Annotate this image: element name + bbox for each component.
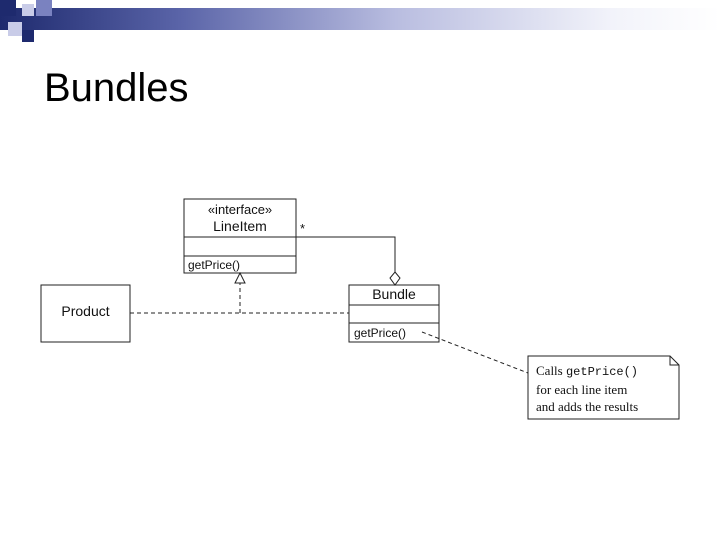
product-name: Product bbox=[61, 303, 110, 319]
class-lineitem bbox=[183, 198, 297, 274]
bundle-name: Bundle bbox=[372, 286, 416, 302]
note-code: getPrice() bbox=[565, 365, 638, 379]
note-line-3: and adds the results bbox=[536, 399, 639, 414]
lineitem-method: getPrice() bbox=[188, 258, 241, 272]
header-gradient-bar bbox=[0, 8, 720, 30]
decor-square bbox=[8, 22, 22, 36]
note-line-2: for each line item bbox=[536, 382, 628, 397]
lineitem-stereotype: «interface» bbox=[207, 202, 273, 217]
note-connector bbox=[421, 331, 529, 374]
bundle-method: getPrice() bbox=[354, 326, 407, 340]
note-line-1: Calls getPrice() bbox=[536, 363, 638, 379]
lineitem-name: LineItem bbox=[213, 218, 267, 234]
realization-arrowhead bbox=[234, 271, 246, 284]
realization-lines bbox=[130, 282, 349, 314]
note-box bbox=[527, 355, 680, 420]
decor-square bbox=[0, 0, 16, 16]
aggregation-line bbox=[296, 236, 401, 286]
decor-square bbox=[36, 0, 52, 16]
decor-square bbox=[22, 4, 34, 16]
note-text: Calls getPrice() for each line item and … bbox=[536, 362, 638, 415]
decor-square bbox=[22, 30, 34, 42]
page-title: Bundles bbox=[44, 66, 189, 110]
multiplicity-label: * bbox=[300, 221, 306, 236]
